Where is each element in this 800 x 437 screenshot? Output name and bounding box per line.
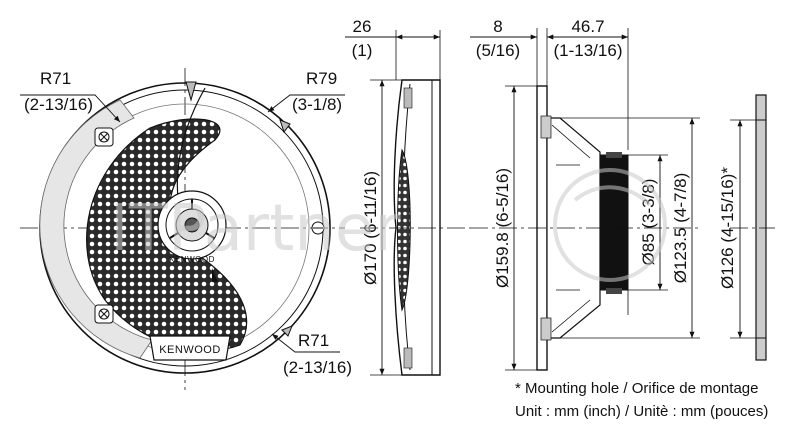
diameter-hole-label: Ø126 (4-15/16)* — [718, 167, 737, 289]
note-mounting-hole: * Mounting hole / Orifice de montage — [515, 380, 758, 397]
speaker-magnet — [599, 154, 629, 291]
note-unit: Unit : mm (inch) / Unitè : mm (pouces) — [515, 403, 768, 420]
mount-screw-bottom-left — [94, 304, 114, 324]
radius-bottom-right-value: R71 — [298, 331, 329, 350]
depth-total-value: 26 — [353, 17, 372, 36]
radius-top-right-inch: (3-1/8) — [292, 95, 342, 114]
flange-thickness-value: 8 — [493, 17, 502, 36]
notes: * Mounting hole / Orifice de montage Uni… — [515, 380, 768, 420]
mount-depth-inch: (1-13/16) — [554, 41, 623, 60]
radius-top-left-inch: (2-13/16) — [24, 95, 93, 114]
depth-total-inch: (1) — [352, 41, 373, 60]
mount-screw-top-left — [94, 127, 114, 147]
radius-top-left-value: R71 — [40, 69, 71, 88]
diameter-outer-label: Ø170 (6-11/16) — [361, 171, 380, 285]
badge-brand-label: KENWOOD — [159, 344, 221, 356]
mount-depth-value: 46.7 — [571, 17, 604, 36]
front-view: KENWOOD KENWOOD R71 (2-13/16) R79 (3-1/8… — [20, 68, 352, 390]
diameter-frame-label: Ø123.5 (4-7/8) — [671, 173, 690, 284]
center-brand-label: KENWOOD — [169, 255, 215, 264]
radius-top-right-value: R79 — [306, 69, 337, 88]
watermark-text: ITPartner — [110, 192, 401, 266]
mount-panel — [755, 94, 767, 361]
front-badge: KENWOOD — [149, 335, 231, 361]
radius-bottom-right-inch: (2-13/16) — [283, 358, 352, 377]
flange-thickness-inch: (5/16) — [476, 41, 520, 60]
mount-screw-right — [311, 221, 325, 235]
diameter-basket-label: Ø159.8 (6-5/16) — [493, 168, 512, 288]
side-view: 26 (1) Ø170 (6-11/16) — [345, 17, 470, 376]
mount-hole-view: Ø126 (4-15/16)* — [718, 94, 775, 361]
front-tweeter — [157, 190, 227, 260]
watermark: ITPartner — [110, 168, 667, 282]
side-grille-body — [393, 79, 441, 376]
